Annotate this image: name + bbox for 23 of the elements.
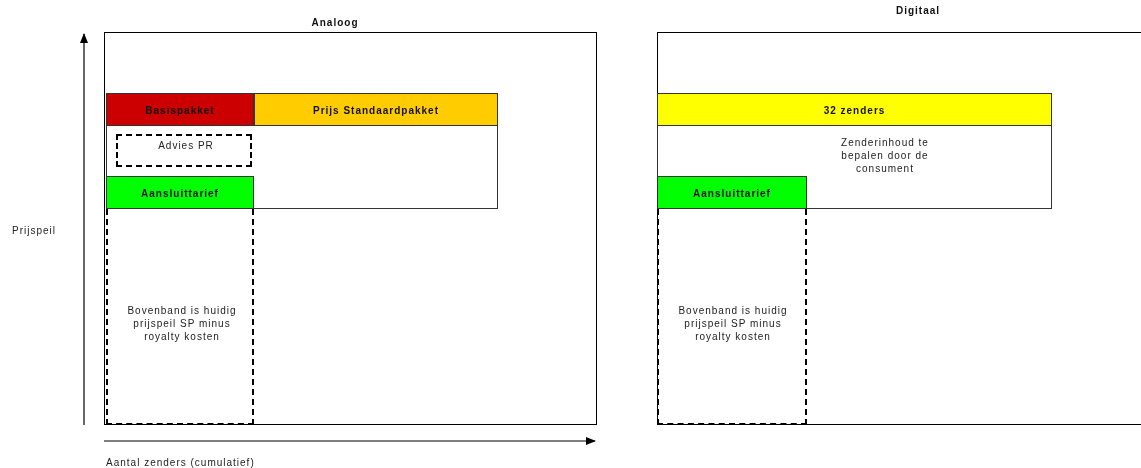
note-text: Bovenband is huidig prijspeil SP minus royalty kosten	[677, 304, 789, 343]
price-band	[657, 93, 1052, 209]
band-text: Zenderinhoud te bepalen door de consument	[840, 136, 930, 175]
price-bar	[657, 93, 1052, 126]
price-bar	[106, 93, 254, 126]
price-bar	[106, 176, 254, 209]
note-column	[106, 209, 254, 425]
axis-label: Prijspeil	[12, 224, 57, 237]
price-band	[106, 93, 498, 209]
price-bar	[657, 176, 807, 209]
bar-label: 32 zenders	[822, 104, 887, 117]
panel-heading: Analoog	[310, 16, 360, 29]
note-box	[116, 134, 252, 167]
note-text: Advies PR	[157, 139, 215, 152]
bar-label: Aansluittarief	[692, 187, 772, 200]
price-bar	[254, 93, 498, 126]
bar-label: Aansluittarief	[140, 187, 220, 200]
note-column	[657, 209, 807, 425]
note-text: Bovenband is huidig prijspeil SP minus royalty kosten	[126, 304, 238, 343]
bar-label: Prijs Standaardpakket	[311, 104, 440, 117]
panel-heading: Digitaal	[894, 4, 942, 17]
axis-label: Aantal zenders (cumulatief)	[106, 456, 256, 468]
bar-label: Basispakket	[144, 104, 216, 117]
